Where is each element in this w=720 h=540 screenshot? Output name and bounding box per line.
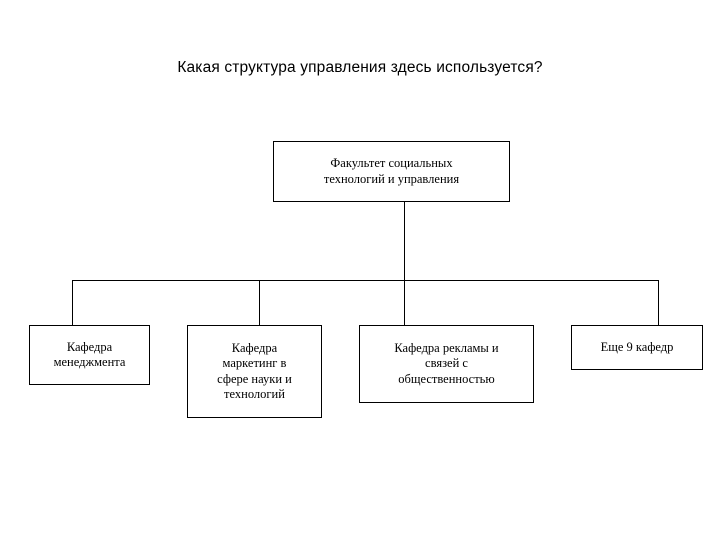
org-node-department-3[interactable]: Кафедра рекламы и связей с общественност… bbox=[359, 325, 534, 403]
org-node-department-4[interactable]: Еще 9 кафедр bbox=[571, 325, 703, 370]
org-node-department-3-label: Кафедра рекламы и связей с общественност… bbox=[394, 340, 499, 386]
connector-drop-2 bbox=[259, 280, 260, 325]
page-title: Какая структура управления здесь использ… bbox=[177, 59, 543, 76]
connector-drop-1 bbox=[72, 280, 73, 325]
org-node-department-2-label: Кафедра маркетинг в сфере науки и технол… bbox=[217, 340, 292, 401]
connector-drop-3 bbox=[404, 280, 405, 325]
connector-drop-4 bbox=[658, 280, 659, 325]
org-node-root[interactable]: Факультет социальных технологий и управл… bbox=[273, 141, 510, 202]
org-node-department-1-label: Кафедра менеджмента bbox=[53, 339, 126, 369]
org-node-department-1[interactable]: Кафедра менеджмента bbox=[29, 325, 150, 385]
connector-horizontal-bus bbox=[72, 280, 659, 281]
org-node-department-4-label: Еще 9 кафедр bbox=[600, 339, 674, 354]
org-node-department-2[interactable]: Кафедра маркетинг в сфере науки и технол… bbox=[187, 325, 322, 418]
connector-root-stem bbox=[404, 202, 405, 280]
org-node-root-label: Факультет социальных технологий и управл… bbox=[323, 156, 460, 186]
